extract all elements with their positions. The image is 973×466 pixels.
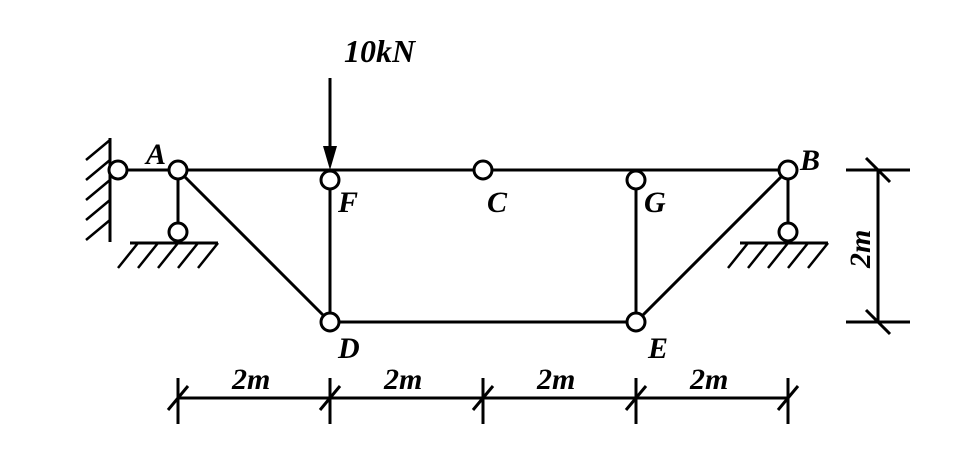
span-label-2: 2m	[383, 363, 422, 396]
load-arrow: 10kN	[323, 33, 417, 170]
member-BE	[634, 168, 790, 324]
hinges	[167, 159, 799, 333]
node-labels: A F C G B D E	[144, 138, 820, 365]
node-B	[777, 159, 799, 181]
label-E: E	[647, 332, 668, 365]
vertical-dimension: 2m	[844, 156, 910, 336]
span-label-4: 2m	[689, 363, 728, 396]
label-F: F	[337, 186, 358, 219]
node-D	[319, 311, 341, 333]
load-label: 10kN	[344, 33, 417, 69]
height-label: 2m	[844, 230, 877, 269]
truss-members	[176, 168, 790, 324]
label-D: D	[337, 332, 360, 365]
span-label-1: 2m	[231, 363, 270, 396]
node-E	[625, 311, 647, 333]
label-G: G	[644, 186, 666, 219]
node-C	[472, 159, 494, 181]
left-wall-support	[85, 138, 178, 242]
member-AD	[176, 168, 332, 324]
horizontal-dimension: 2m 2m 2m 2m	[166, 363, 800, 424]
node-G	[625, 169, 647, 191]
node-A	[167, 159, 189, 181]
label-C: C	[487, 186, 508, 219]
left-ground-support	[117, 170, 219, 269]
right-ground-support	[727, 170, 829, 269]
node-F	[319, 169, 341, 191]
label-A: A	[144, 138, 166, 171]
label-B: B	[799, 144, 820, 177]
span-label-3: 2m	[536, 363, 575, 396]
